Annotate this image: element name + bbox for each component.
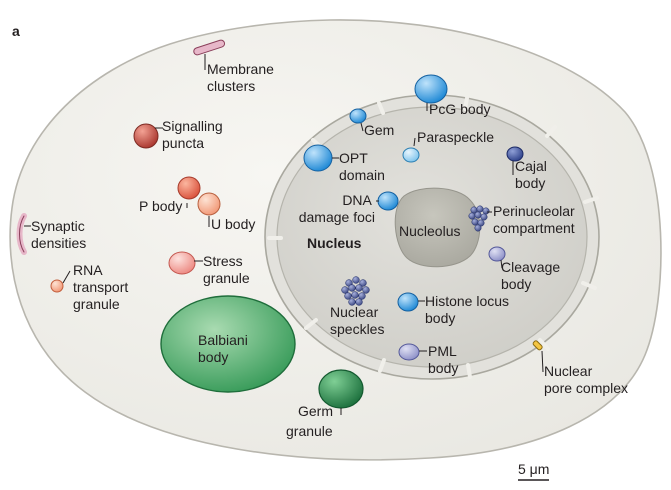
pml-body-label: PML body: [428, 343, 460, 376]
opt-domain-label: OPT domain: [339, 150, 385, 183]
pcg-body-label: PcG body: [429, 101, 490, 117]
opt-domain-shape: [303, 144, 333, 172]
panel-letter: a: [12, 23, 20, 39]
gem-label: Gem: [364, 122, 394, 138]
dna-damage-foci-shape: [377, 191, 399, 211]
cleavage-body-label: Cleavage body: [501, 259, 564, 292]
membrane-clusters-label: Membrane clusters: [207, 61, 278, 94]
stress-granule-label: Stress granule: [203, 253, 250, 286]
nuclear-speckles-label: Nuclear speckles: [330, 304, 384, 337]
germ-granule-label: Germ granule: [286, 403, 337, 439]
scale-bar: 5 μm: [518, 461, 549, 481]
nuclear-speckles-shape: [341, 276, 370, 306]
rna-transport-granule-label: RNA transport granule: [73, 262, 132, 312]
p-body-label: P body: [139, 198, 182, 214]
cleavage-body-shape: [488, 246, 506, 262]
membrane-clusters-shape: [193, 39, 226, 56]
pml-body-shape: [398, 343, 420, 361]
balbiani-body-shape: [160, 295, 296, 393]
histone-locus-body-label: Histone locus body: [425, 293, 513, 326]
synaptic-densities-label: Synaptic densities: [31, 218, 89, 251]
histone-locus-body-shape: [397, 292, 419, 312]
stress-granule-shape: [168, 251, 196, 275]
pcg-body-shape: [414, 74, 448, 104]
rna-transport-granule-shape: [50, 279, 64, 293]
signalling-puncta-shape: [133, 123, 159, 149]
nucleolus-shape: [394, 187, 481, 268]
gem-shape: [349, 108, 367, 124]
u-body-label: U body: [211, 216, 255, 232]
nuclear-pore-complex-label: Nuclear pore complex: [544, 363, 628, 396]
nuclear-envelope-pores: [267, 96, 599, 379]
paraspeckle-label: Paraspeckle: [417, 129, 494, 145]
scale-bar-label: 5 μm: [518, 461, 549, 477]
balbiani-body-label: Balbiani body: [198, 332, 252, 365]
paraspeckle-shape: [402, 147, 420, 163]
cajal-body-label: Cajal body: [515, 158, 551, 191]
u-body-shape: [197, 192, 221, 216]
nucleolus-label: Nucleolus: [399, 223, 460, 239]
dna-damage-foci-label: DNA damage foci: [299, 192, 375, 225]
perinucleolar-compartment-shape: [468, 205, 490, 232]
signalling-puncta-label: Signalling puncta: [162, 118, 227, 151]
nucleus-label: Nucleus: [307, 235, 362, 251]
nuclear-pore-complex-shape: [532, 340, 543, 351]
perinucleolar-compartment-label: Perinucleolar compartment: [493, 203, 579, 236]
cajal-body-shape: [506, 146, 524, 162]
synaptic-densities-outline: [19, 215, 25, 253]
leader-lines: [24, 54, 544, 415]
p-body-shape: [177, 176, 201, 200]
